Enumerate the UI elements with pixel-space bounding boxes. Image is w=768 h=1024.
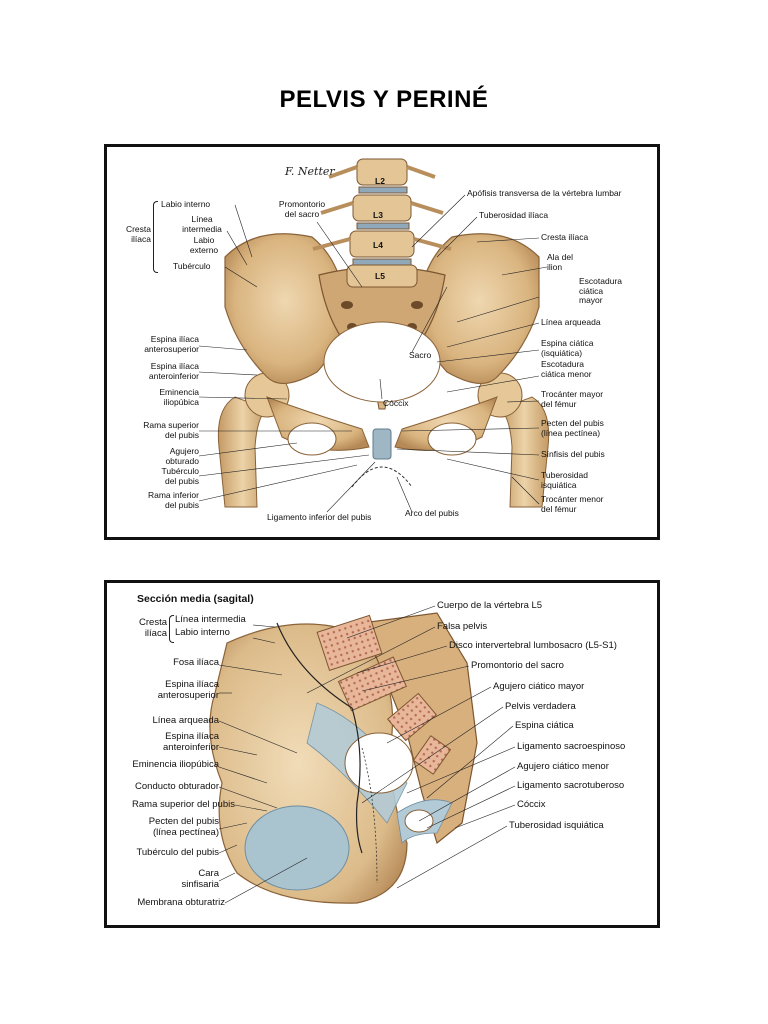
f2-label-espina: Espina ciática — [515, 720, 574, 731]
f2-label-coccix: Cóccix — [517, 799, 546, 810]
f2-label-agujero-menor: Agujero ciático menor — [517, 761, 609, 772]
lumbar-vertebrae — [312, 158, 452, 288]
vertebra-label-l5: L5 — [375, 271, 385, 281]
label-tuberculo-pubis: Tubérculo del pubis — [161, 466, 199, 486]
f2-label-lig-sacroespinoso: Ligamento sacroespinoso — [517, 741, 626, 752]
label-espina-antinf: Espina ilíaca anteroinferior — [148, 361, 199, 381]
f2-label-cuerpo: Cuerpo de la vértebra L5 — [437, 600, 543, 611]
f2-label-membrana: Membrana obturatriz — [137, 897, 225, 908]
label-sinfisis: Sínfisis del pubis — [541, 449, 605, 459]
f2-label-pelvis-verdadera: Pelvis verdadera — [505, 701, 576, 712]
label-cresta-iliaca: Cresta ilíaca — [541, 232, 589, 242]
label-trocanter-menor: Trocánter menor del fémur — [541, 494, 604, 514]
pelvis-sagittal-figure: Sección media (sagital) Cresta ilíaca Lí… — [104, 580, 660, 928]
f2-label-rama-superior: Rama superior del pubis — [132, 799, 235, 810]
label-arco-pubis: Arco del pubis — [405, 508, 459, 518]
f2-label-espina-antinf: Espina ilíaca anteroinferior — [163, 731, 219, 753]
f2-label-lig-sacrotuberoso: Ligamento sacrotuberoso — [517, 780, 625, 791]
crest-brace — [153, 201, 158, 273]
f2-label-cara: Cara sinfisaria — [181, 868, 220, 890]
label-escotadura-menor: Escotadura ciática menor — [541, 359, 592, 379]
vertebra-label-l3: L3 — [373, 210, 383, 220]
f2-label-promontorio: Promontorio del sacro — [471, 660, 564, 671]
figure2-heading: Sección media (sagital) — [137, 593, 254, 605]
vertebra-label-l2: L2 — [375, 176, 385, 186]
pelvis-sagittal-illustration — [209, 605, 516, 904]
label-rama-superior: Rama superior del pubis — [143, 420, 199, 440]
f2-label-tuberosidad: Tuberosidad isquiática — [509, 820, 604, 831]
label-coccix: Cóccix — [383, 398, 409, 408]
f2-crest-group-label: Cresta ilíaca — [139, 617, 167, 639]
label-labio-interno: Labio interno — [161, 199, 211, 209]
label-trocanter-mayor: Trocánter mayor del fémur — [541, 389, 604, 409]
f2-label-linea-intermedia: Línea intermedia — [175, 614, 246, 625]
f2-label-eminencia: Eminencia iliopúbica — [132, 759, 219, 770]
f2-label-espina-antsup: Espina ilíaca anterosuperior — [157, 679, 219, 701]
f2-label-pecten: Pecten del pubis (línea pectínea) — [148, 816, 219, 838]
label-eminencia: Eminencia iliopúbica — [159, 387, 199, 407]
label-pecten: Pecten del pubis (línea pectínea) — [541, 418, 604, 438]
label-espina-antsup: Espina ilíaca anterosuperior — [144, 334, 199, 354]
f2-label-linea-arqueada: Línea arqueada — [152, 715, 219, 726]
label-espina-ciatica: Espina ciática (isquiática) — [541, 338, 594, 358]
label-labio-externo: Labio externo — [189, 235, 219, 255]
label-tuberculo: Tubérculo — [173, 261, 211, 271]
pelvis-anterior-figure: F. Netter L2 L3 L4 L5 Cresta ilíaca Labi… — [104, 144, 660, 540]
label-ala-ilion: Ala del ilion — [547, 252, 573, 272]
label-promontorio: Promontorio del sacro — [278, 199, 326, 219]
label-tuberosidad-iliaca: Tuberosidad ilíaca — [479, 210, 549, 220]
f2-label-labio-interno: Labio interno — [175, 627, 230, 638]
label-escotadura-mayor: Escotadura ciática mayor — [579, 276, 622, 305]
label-ligamento-inferior: Ligamento inferior del pubis — [267, 512, 372, 522]
label-sacro: Sacro — [409, 350, 432, 360]
f2-crest-brace — [169, 615, 174, 643]
f2-label-fosa: Fosa ilíaca — [173, 657, 219, 668]
page-title: PELVIS Y PERINÉ — [279, 86, 489, 113]
f2-label-conducto: Conducto obturador — [135, 781, 219, 792]
f2-label-agujero-mayor: Agujero ciático mayor — [493, 681, 585, 692]
f2-label-falsa: Falsa pelvis — [437, 621, 488, 632]
label-linea-intermedia: Línea intermedia — [182, 214, 222, 234]
label-rama-inferior: Rama inferior del pubis — [147, 490, 199, 510]
label-tuberosidad-isquiatica: Tuberosidad isquiática — [541, 470, 588, 490]
label-agujero-obturado: Agujero obturado — [165, 446, 199, 466]
pelvis-anterior-illustration — [198, 158, 550, 513]
artist-signature: F. Netter — [285, 165, 335, 178]
f2-label-tuberculo: Tubérculo del pubis — [136, 847, 219, 858]
label-apofisis: Apófisis transversa de la vértebra lumba… — [467, 188, 622, 198]
f2-label-disco: Disco intervertebral lumbosacro (L5-S1) — [449, 640, 617, 651]
crest-group-label: Cresta ilíaca — [125, 224, 151, 244]
vertebra-label-l4: L4 — [373, 240, 383, 250]
label-linea-arqueada: Línea arqueada — [541, 317, 601, 327]
